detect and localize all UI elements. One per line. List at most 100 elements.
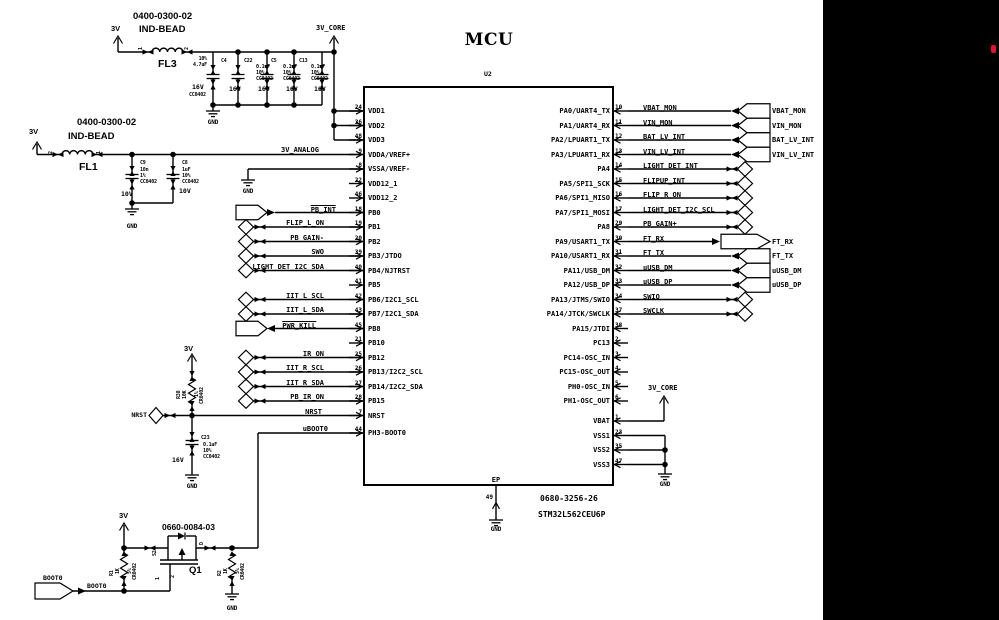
pin-number: 44 [354, 426, 362, 433]
pin-name: PB6/I2C1_SCL [368, 295, 419, 304]
net-label: IIT_L_SCL [286, 291, 324, 300]
pin-name: VDDA/VREF+ [368, 150, 411, 159]
fet-pin-label: S2 [152, 550, 158, 556]
pin-name: PB10 [368, 339, 385, 347]
pin-number: 30 [615, 234, 623, 242]
pin-name: PB15 [368, 397, 385, 405]
pin-number: 27 [354, 379, 362, 387]
cap-voltage: 16V [172, 456, 184, 464]
mcu-refdes: U2 [484, 70, 492, 78]
pin-number: 40 [354, 263, 362, 271]
ep-pin-number: 49 [485, 494, 493, 501]
port-label: BOOT0 [43, 574, 63, 582]
net-label: FT_TX [643, 249, 665, 257]
net-label: BAT_LV_INT [643, 133, 686, 141]
pin-number: 31 [615, 249, 623, 256]
mcu-title: MCU [464, 30, 514, 50]
pin-name: VSS3 [593, 460, 610, 469]
fet-pin-label: D [199, 542, 205, 545]
net-label: IR_ON [302, 349, 324, 358]
pin-name: PC13 [593, 339, 610, 347]
cap-value: 4.7uF [192, 62, 207, 68]
pin-name: VSS1 [593, 431, 610, 440]
cap-package: CC0402 [256, 76, 273, 82]
net-label: FLIPUP_INT [643, 176, 686, 185]
cap-voltage: 16V [192, 83, 204, 91]
pin-name: PA6/SPI1_MISO [555, 194, 610, 202]
pin-number: 7 [358, 408, 362, 416]
cap-value: 10n [140, 167, 149, 173]
net-label: PB_GAIN- [290, 233, 324, 242]
net-label: uUSB_DP [643, 278, 673, 286]
net-label: PB_GAIN+ [643, 220, 677, 228]
res-package: CR0402 [132, 563, 138, 580]
pin-number: 42 [354, 292, 362, 300]
cap-refdes: C8 [182, 160, 188, 166]
port-label: uUSB_DP [772, 281, 802, 289]
net-label: VIN_LV_INT [643, 147, 686, 156]
net-label: NRST [305, 407, 322, 416]
port-label: VBAT_MON [772, 107, 806, 115]
net-label: PB_IR_ON [290, 393, 324, 401]
pin-number: 37 [615, 307, 623, 314]
net-label: PB_INT [310, 204, 336, 214]
mcu-ordering-pn: 0680-3256-26 [540, 494, 598, 503]
pin-name: PC14-OSC_IN [563, 353, 610, 362]
port-label: BAT_LV_INT [772, 136, 815, 144]
cap-tolerance: 1% [140, 173, 146, 179]
net-label: PWR_KILL [282, 320, 316, 330]
port-label: VIN_LV_INT [772, 150, 815, 159]
port-label: uUSB_DM [772, 266, 802, 275]
net-label: uBOOT0 [302, 425, 328, 433]
net-label: FLIP_R_ON [643, 191, 681, 199]
cap-voltage: 16V [314, 85, 326, 93]
pin-name: VDD2 [368, 121, 385, 130]
pin-name: VSSA/VREF- [368, 165, 411, 173]
res-value: 1K [115, 568, 121, 574]
pin-number: 29 [615, 220, 623, 227]
cap-value: 1uF [182, 167, 191, 173]
pin-number: 46 [354, 191, 362, 198]
pin-number: 6 [615, 394, 619, 401]
pin-name: PA15/JTDI [572, 324, 610, 333]
pin-number: 26 [354, 365, 362, 372]
gnd-label: GND [207, 119, 219, 126]
pin-name: PA14/JTCK/SWCLK [546, 310, 610, 318]
pin-name: VDD3 [368, 136, 385, 144]
gnd-label: GND [490, 526, 502, 533]
pin-number: 32 [615, 263, 623, 271]
ferrite-part-number: 0400-0300-02 [133, 11, 193, 22]
pin-name: PA1/UART4_RX [559, 121, 610, 130]
pin-number: 21 [354, 336, 362, 343]
cap-refdes: C5 [271, 58, 277, 64]
port-label: FT_TX [772, 252, 794, 260]
net-label: FT_RX [643, 234, 665, 243]
cap-value: 0.1uF [256, 64, 271, 70]
cap-tolerance: 10% [283, 70, 292, 76]
pin-name: PA13/JTMS/SWIO [550, 295, 610, 304]
pin-number: 2 [615, 336, 619, 343]
cap-value: 0.1uF [311, 64, 326, 70]
cap-voltage: 10V [179, 187, 191, 195]
pin-name: VDD1 [368, 107, 385, 115]
pin-number: 41 [354, 278, 362, 285]
pin-number: 4 [615, 365, 619, 372]
cap-tolerance: 10% [182, 173, 191, 179]
fet-part-number: 0660-0084-03 [162, 522, 215, 532]
gnd-label: GND [126, 223, 138, 230]
pin-number: 12 [615, 133, 623, 140]
pin-name: PH0-OSC_IN [567, 382, 610, 391]
pin-number: 19 [354, 220, 362, 227]
pin-number: 8 [358, 162, 362, 169]
port-label: VIN_MON [772, 121, 802, 130]
inductor-pin-number: 1 [138, 47, 144, 50]
pin-number: 45 [354, 321, 362, 329]
cap-package: CC0402 [311, 76, 328, 82]
pin-name: VDD12_2 [368, 194, 398, 202]
pin-name: PA9/USART1_TX [555, 237, 610, 246]
net-label: uUSB_DM [643, 263, 673, 272]
pin-number: 43 [354, 307, 362, 314]
cap-package: CC0402 [182, 179, 199, 185]
pin-number: 23 [615, 428, 623, 436]
cap-value: 0.1uF [283, 64, 298, 70]
